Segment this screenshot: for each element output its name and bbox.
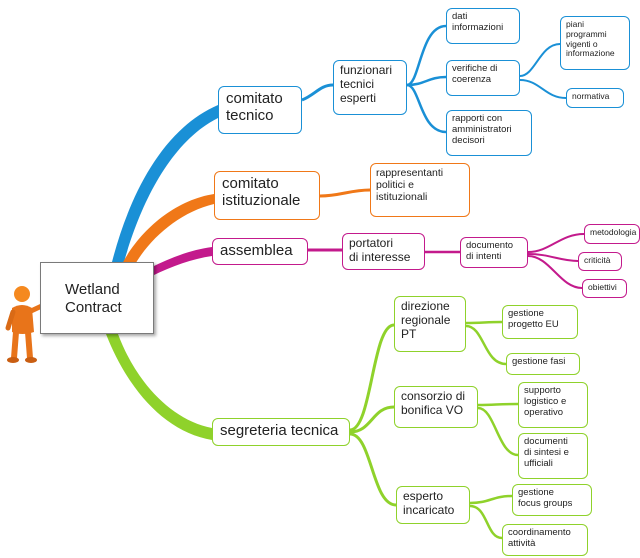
connector-funzionari-dati bbox=[406, 24, 447, 87]
node-consorzio-bonifica[interactable]: consorzio di bonifica VO bbox=[394, 386, 478, 428]
connector-istituzionale-rappresentanti bbox=[319, 188, 371, 198]
connector-segreteria-direzione bbox=[349, 323, 395, 432]
node-documento-intenti[interactable]: documento di intenti bbox=[460, 237, 528, 268]
connector-consorzio-supporto bbox=[477, 402, 519, 407]
connector-direzione-fasi bbox=[465, 324, 507, 366]
node-criticita[interactable]: criticità bbox=[578, 252, 622, 271]
branch-segreteria-connector bbox=[106, 334, 212, 440]
connector-esperto-coordinamento bbox=[469, 504, 503, 540]
branch-assemblea-connector bbox=[150, 247, 212, 276]
node-funzionari-tecnici-esperti[interactable]: funzionari tecnici esperti bbox=[333, 60, 407, 115]
node-verifiche-coerenza[interactable]: verifiche di coerenza bbox=[446, 60, 520, 96]
node-assemblea[interactable]: assemblea bbox=[212, 238, 308, 265]
node-normativa[interactable]: normativa bbox=[566, 88, 624, 108]
central-topic[interactable]: Wetland Contract bbox=[40, 262, 154, 334]
connector-documento-criticita bbox=[527, 253, 579, 262]
node-dati-informazioni[interactable]: dati informazioni bbox=[446, 8, 520, 44]
connector-esperto-focus bbox=[469, 494, 513, 505]
connector-verifiche-piani bbox=[519, 43, 561, 77]
node-direzione-regionale[interactable]: direzione regionale PT bbox=[394, 296, 466, 352]
node-gestione-fasi[interactable]: gestione fasi bbox=[506, 353, 580, 375]
node-segreteria-tecnica[interactable]: segreteria tecnica bbox=[212, 418, 350, 446]
connector-documento-obiettivi bbox=[527, 255, 583, 289]
branch-comitato-istituzionale-connector bbox=[122, 194, 214, 266]
connector-segreteria-consorzio bbox=[349, 405, 395, 434]
node-gestione-focus-groups[interactable]: gestione focus groups bbox=[512, 484, 592, 516]
connector-segreteria-esperto bbox=[349, 432, 397, 507]
connector-verifiche-normativa bbox=[519, 79, 567, 99]
node-obiettivi[interactable]: obiettivi bbox=[582, 279, 627, 298]
connector-funzionari-rapporti bbox=[406, 83, 447, 134]
node-documenti-sintesi[interactable]: documenti di sintesi e ufficiali bbox=[518, 433, 588, 479]
node-comitato-istituzionale[interactable]: comitato istituzionale bbox=[214, 171, 320, 220]
node-coordinamento-attivita[interactable]: coordinamento attività bbox=[502, 524, 588, 556]
presenter-figure-icon bbox=[5, 286, 50, 363]
node-piani-programmi[interactable]: piani programmi vigenti o informazione bbox=[560, 16, 630, 70]
connector-funzionari-verifiche bbox=[406, 75, 447, 87]
branch-comitato-tecnico-connector bbox=[112, 105, 218, 262]
connector-documento-metodologia bbox=[527, 233, 585, 253]
connector-consorzio-documenti bbox=[477, 406, 519, 457]
node-gestione-progetto-eu[interactable]: gestione progetto EU bbox=[502, 305, 578, 339]
node-esperto-incaricato[interactable]: esperto incaricato bbox=[396, 486, 470, 524]
node-metodologia[interactable]: metodologia bbox=[584, 224, 640, 244]
node-rapporti-amministratori[interactable]: rapporti con amministratori decisori bbox=[446, 110, 532, 156]
node-rappresentanti[interactable]: rappresentanti politici e istituzionali bbox=[370, 163, 470, 217]
node-comitato-tecnico[interactable]: comitato tecnico bbox=[218, 86, 302, 134]
connector-direzione-progetto bbox=[465, 320, 503, 325]
connector-tecnico-funzionari bbox=[301, 83, 334, 102]
node-portatori-interesse[interactable]: portatori di interesse bbox=[342, 233, 425, 270]
node-supporto-logistico[interactable]: supporto logistico e operativo bbox=[518, 382, 588, 428]
